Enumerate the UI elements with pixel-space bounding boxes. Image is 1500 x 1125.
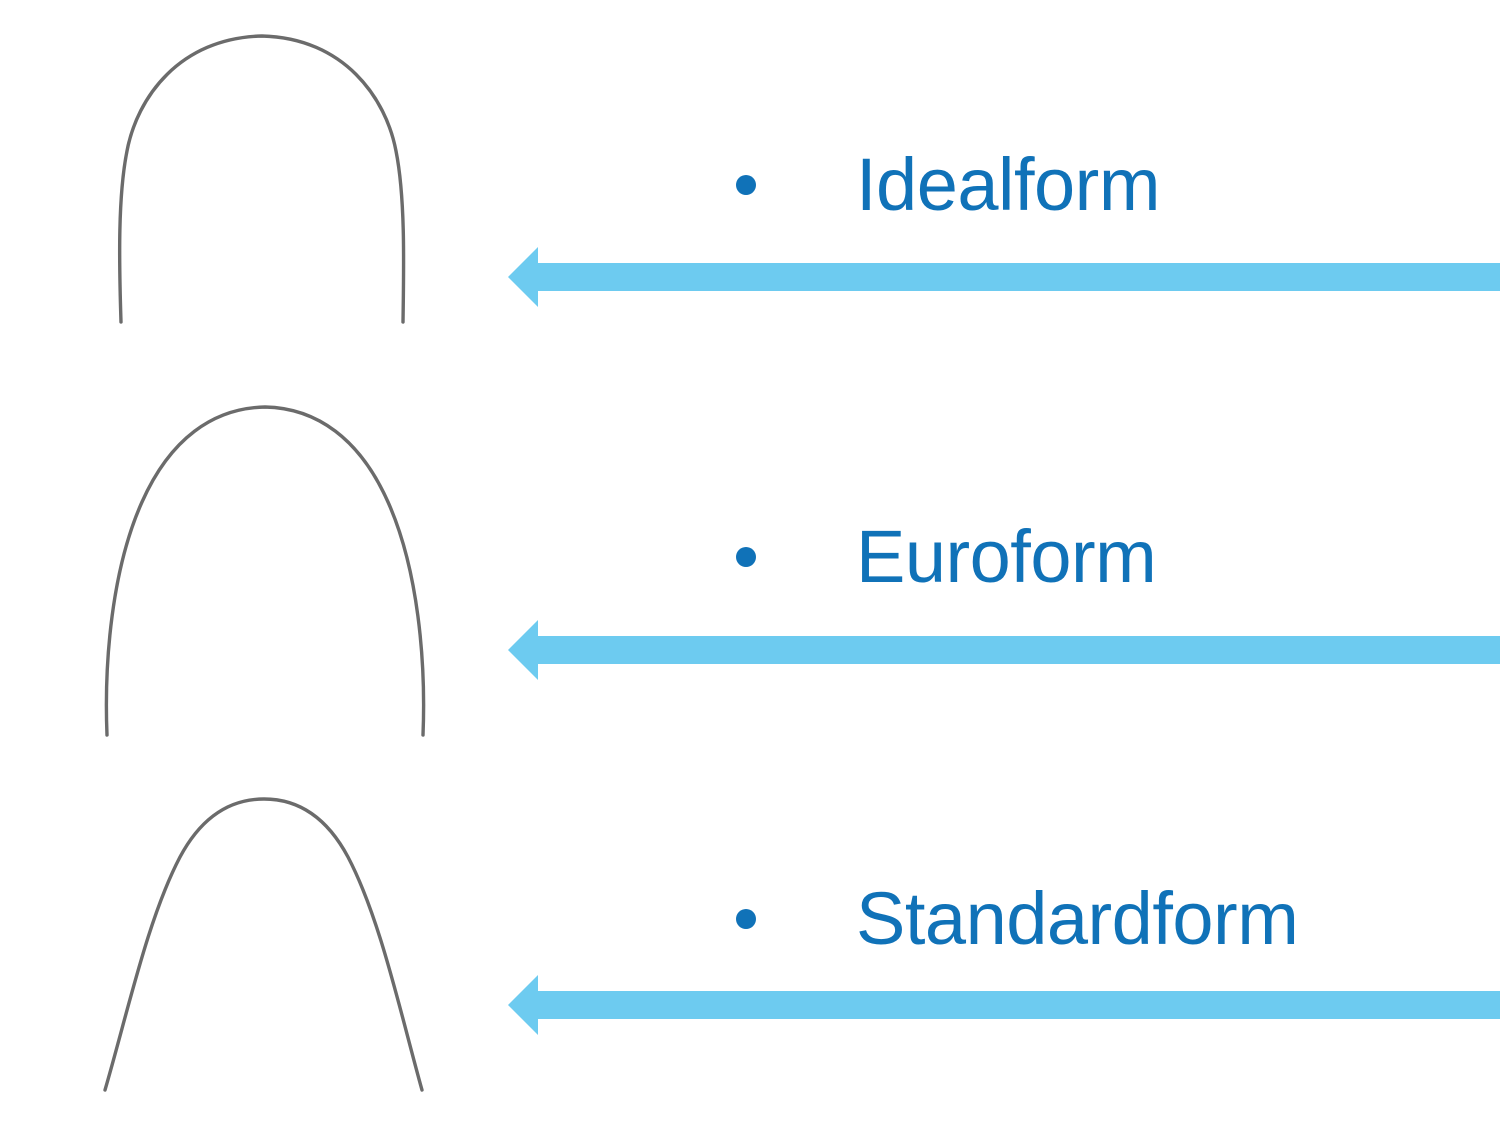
archwire-euroform <box>0 385 500 755</box>
list-item-standardform: Standardform <box>736 877 1299 960</box>
archwire-idealform <box>0 10 500 350</box>
list-item-label: Euroform <box>856 515 1157 598</box>
list-item-euroform: Euroform <box>736 515 1157 598</box>
bullet-icon <box>736 909 756 929</box>
left-arrow-idealform <box>508 245 1500 309</box>
list-item-label: Idealform <box>856 143 1160 226</box>
bullet-icon <box>736 547 756 567</box>
left-arrow-euroform <box>508 618 1500 682</box>
bullet-icon <box>736 175 756 195</box>
list-item-idealform: Idealform <box>736 148 1160 222</box>
archwire-standardform <box>0 775 500 1115</box>
left-arrow-standardform <box>508 973 1500 1037</box>
list-item-label: Standardform <box>856 877 1299 960</box>
